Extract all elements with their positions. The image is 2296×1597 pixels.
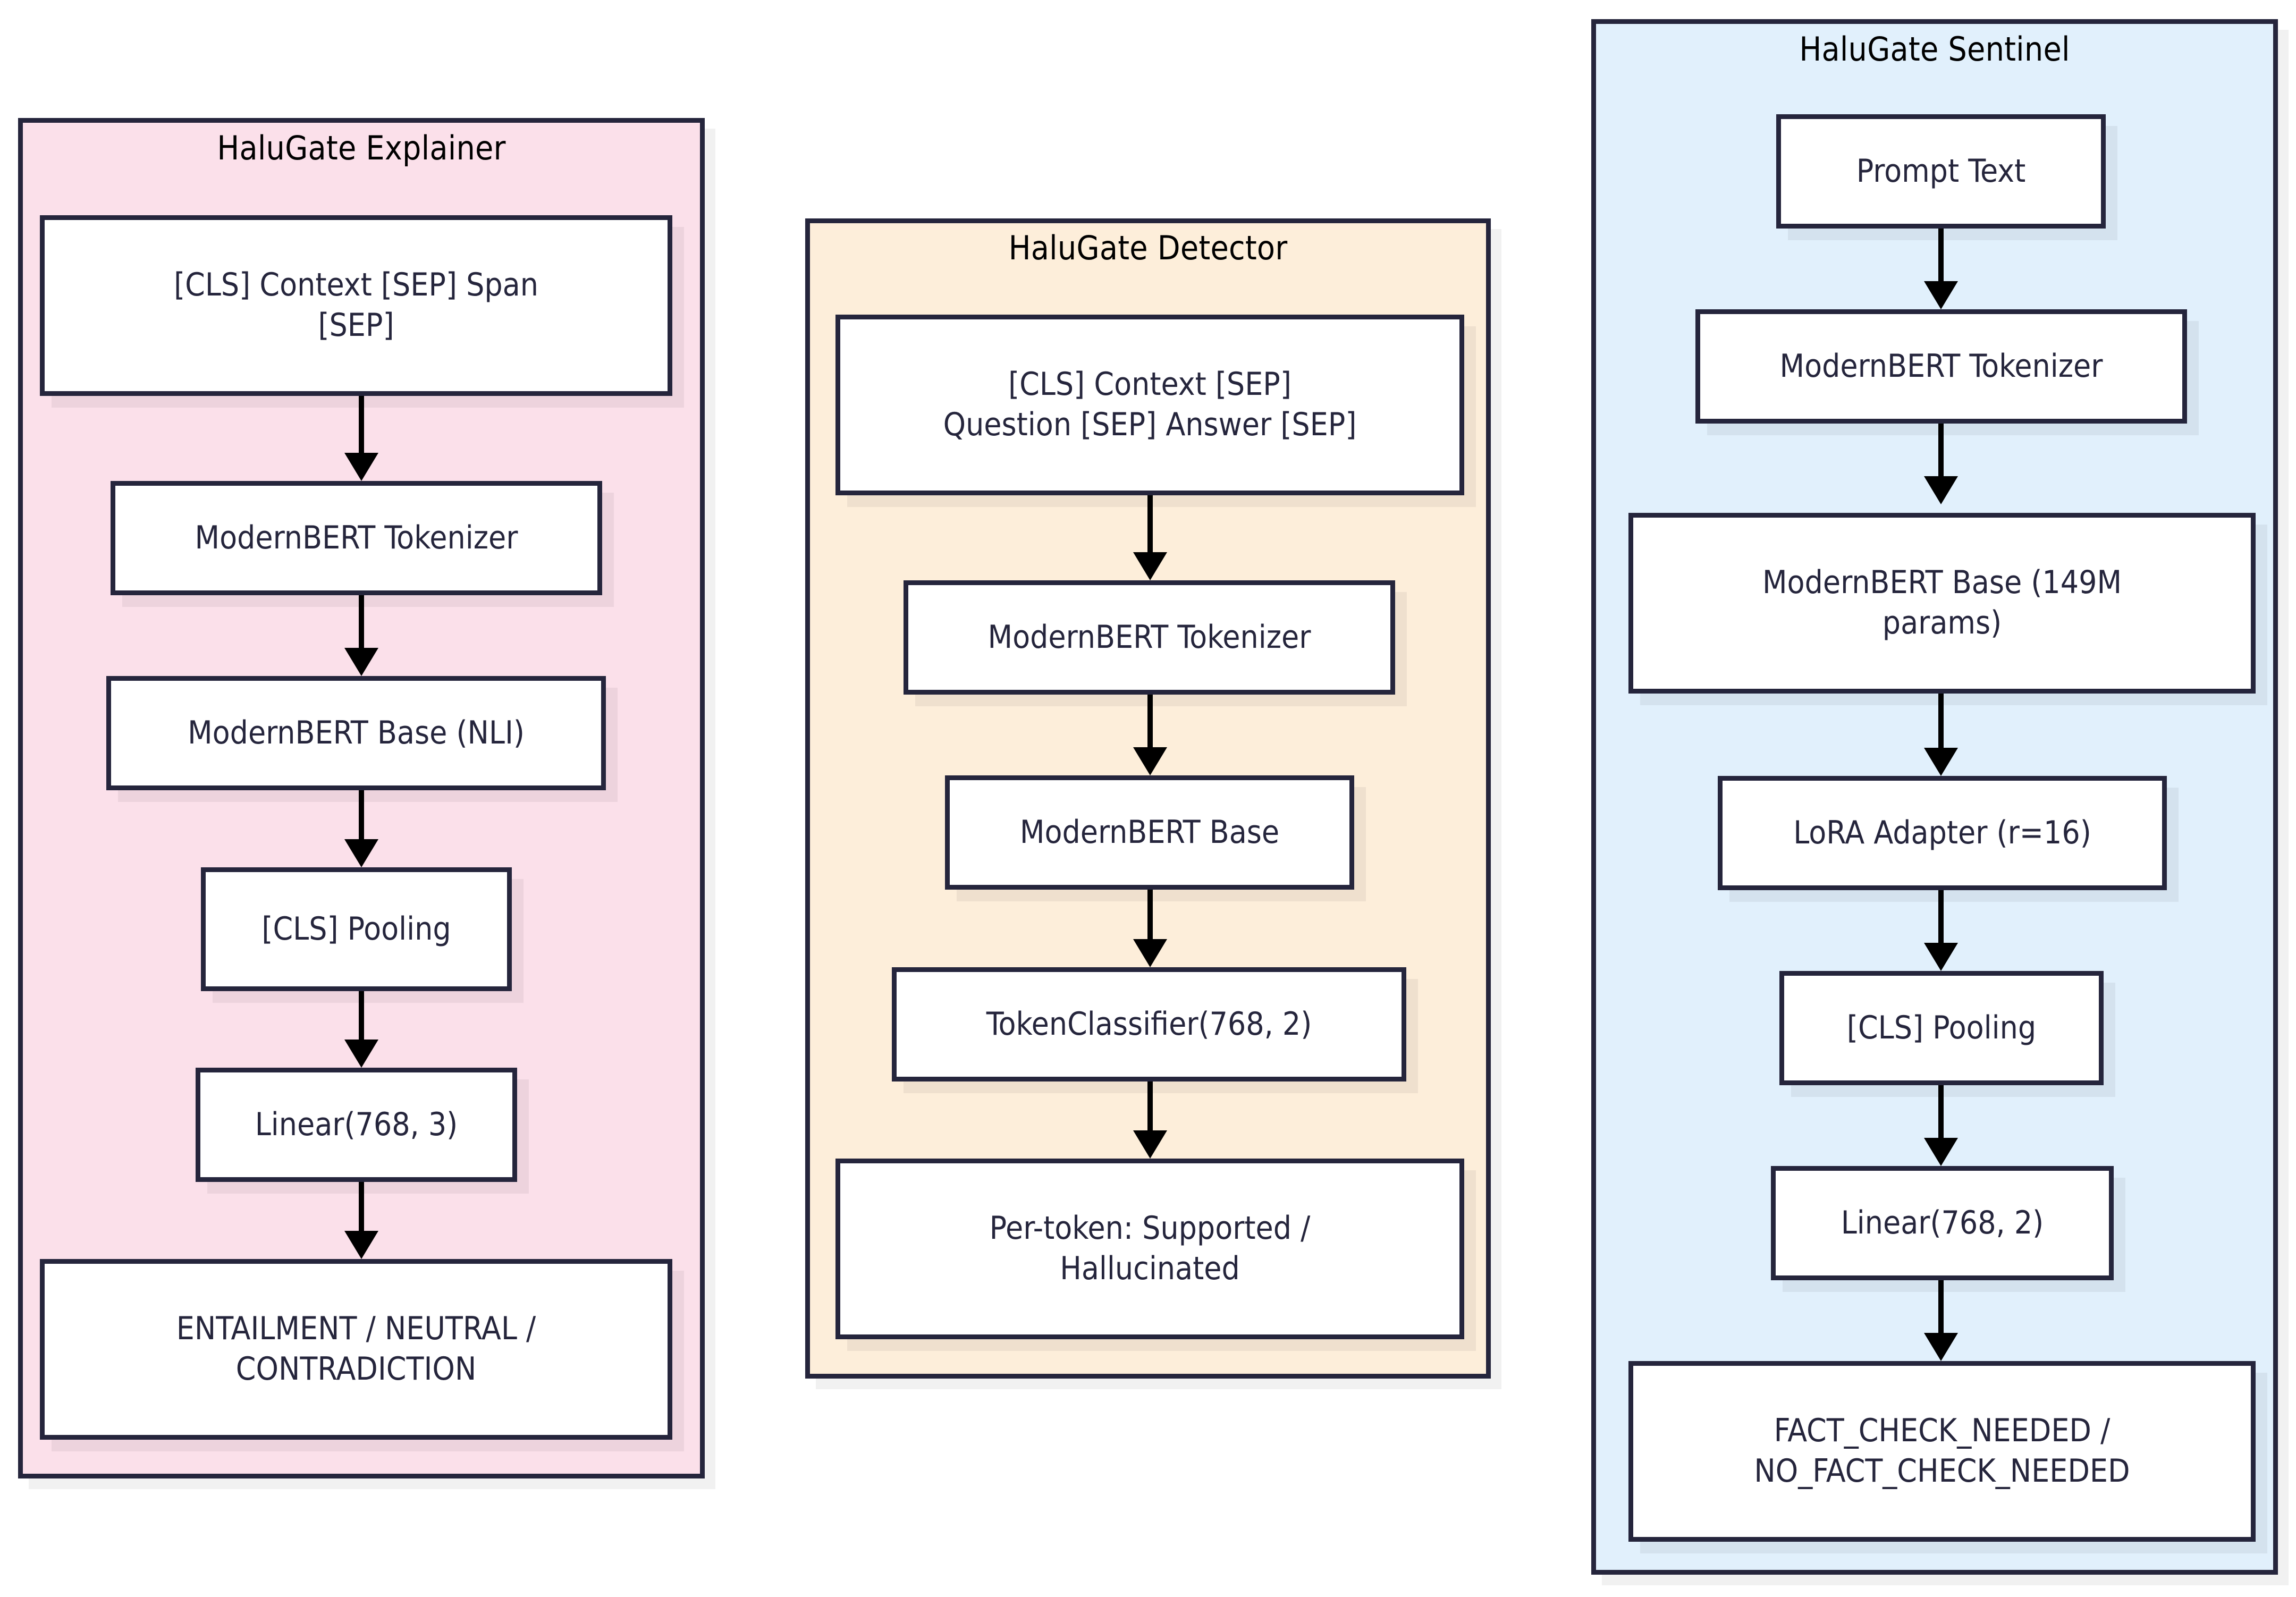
node-line: [SEP] — [318, 307, 394, 344]
node-line: NO_FACT_CHECK_NEEDED — [1754, 1452, 2130, 1490]
node-detector-tokenizer[interactable]: ModernBERT Tokenizer — [904, 580, 1395, 695]
arrow-down-icon — [1133, 495, 1167, 580]
node-detector-base[interactable]: ModernBERT Base — [945, 775, 1354, 890]
node-detector-output[interactable]: Per-token: Supported / Hallucinated — [835, 1159, 1464, 1339]
arrow-down-icon — [1924, 1280, 1958, 1361]
node-sentinel-prompt-text[interactable]: Prompt Text — [1776, 114, 2106, 229]
arrow-down-icon — [344, 790, 378, 867]
arrow-down-icon — [1924, 1085, 1958, 1166]
node-line: Linear(768, 2) — [1841, 1204, 2044, 1241]
node-sentinel-lora[interactable]: LoRA Adapter (r=16) — [1718, 776, 2167, 890]
subgraph-title-sentinel: HaluGate Sentinel — [1799, 30, 2070, 69]
arrow-down-icon — [344, 396, 378, 481]
node-line: Per-token: Supported / — [989, 1210, 1311, 1247]
subgraph-title-detector: HaluGate Detector — [1008, 229, 1288, 267]
node-sentinel-output[interactable]: FACT_CHECK_NEEDED / NO_FACT_CHECK_NEEDED — [1628, 1361, 2256, 1542]
arrow-down-icon — [1133, 1081, 1167, 1159]
node-line: [CLS] Context [SEP] Span — [174, 266, 538, 304]
node-line: LoRA Adapter (r=16) — [1793, 814, 2091, 851]
subgraph-title-explainer: HaluGate Explainer — [217, 129, 506, 167]
node-line: ModernBERT Base — [1019, 813, 1280, 851]
node-line: Prompt Text — [1856, 152, 2026, 190]
node-line: [CLS] Context [SEP] — [1008, 366, 1292, 403]
node-line: ModernBERT Base (149M — [1762, 564, 2122, 602]
node-line: ModernBERT Tokenizer — [1779, 347, 2103, 385]
node-line: ModernBERT Base (NLI) — [188, 714, 525, 751]
node-line: TokenClassifier(768, 2) — [986, 1005, 1312, 1043]
node-line: params) — [1882, 604, 2002, 641]
node-line: ENTAILMENT / NEUTRAL / — [176, 1310, 536, 1348]
node-explainer-linear[interactable]: Linear(768, 3) — [196, 1068, 517, 1182]
node-explainer-input[interactable]: [CLS] Context [SEP] Span [SEP] — [40, 215, 672, 396]
arrow-down-icon — [344, 595, 378, 676]
arrow-down-icon — [1133, 890, 1167, 967]
node-line: Question [SEP] Answer [SEP] — [943, 406, 1357, 443]
node-sentinel-linear[interactable]: Linear(768, 2) — [1771, 1166, 2114, 1280]
node-line: [CLS] Pooling — [1846, 1009, 2037, 1046]
node-sentinel-base[interactable]: ModernBERT Base (149M params) — [1628, 513, 2256, 694]
node-line: ModernBERT Tokenizer — [195, 519, 518, 556]
node-line: Hallucinated — [1060, 1250, 1240, 1287]
node-explainer-tokenizer[interactable]: ModernBERT Tokenizer — [111, 481, 602, 595]
node-explainer-base[interactable]: ModernBERT Base (NLI) — [106, 676, 606, 790]
node-line: Linear(768, 3) — [255, 1105, 458, 1143]
node-explainer-pooling[interactable]: [CLS] Pooling — [201, 867, 512, 991]
node-line: [CLS] Pooling — [261, 910, 451, 948]
node-line: FACT_CHECK_NEEDED / — [1774, 1412, 2111, 1450]
node-detector-input[interactable]: [CLS] Context [SEP] Question [SEP] Answe… — [835, 315, 1464, 495]
arrow-down-icon — [1924, 424, 1958, 504]
node-detector-tokenclassifier[interactable]: TokenClassifier(768, 2) — [892, 967, 1406, 1081]
arrow-down-icon — [1924, 694, 1958, 776]
arrow-down-icon — [1924, 890, 1958, 971]
arrow-down-icon — [1924, 229, 1958, 309]
arrow-down-icon — [344, 991, 378, 1068]
arrow-down-icon — [1133, 695, 1167, 775]
node-line: CONTRADICTION — [235, 1350, 477, 1388]
node-explainer-output[interactable]: ENTAILMENT / NEUTRAL / CONTRADICTION — [40, 1259, 672, 1440]
node-line: ModernBERT Tokenizer — [987, 618, 1311, 656]
node-sentinel-tokenizer[interactable]: ModernBERT Tokenizer — [1695, 309, 2187, 424]
node-sentinel-pooling[interactable]: [CLS] Pooling — [1779, 971, 2104, 1085]
arrow-down-icon — [344, 1182, 378, 1259]
